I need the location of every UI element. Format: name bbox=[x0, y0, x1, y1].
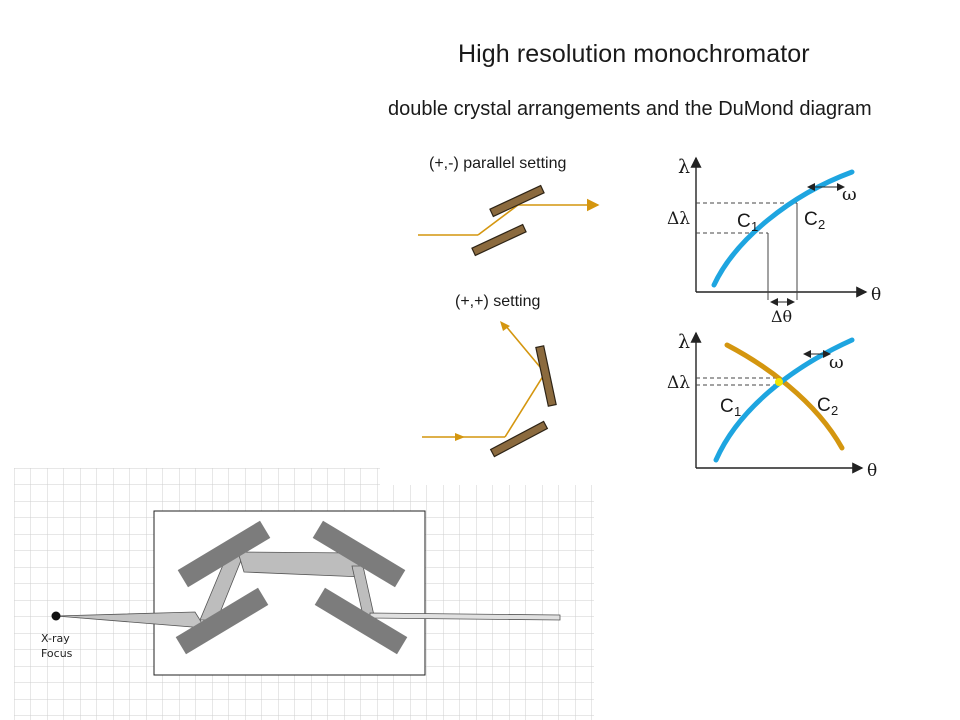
plusplus-setting-diagram bbox=[422, 321, 557, 458]
xray-focus-label-line1: X-ray bbox=[41, 632, 70, 645]
exit-beam bbox=[504, 324, 546, 374]
c1-label: C bbox=[720, 396, 734, 417]
delta-theta-label: Δθ bbox=[771, 307, 792, 326]
crystal-d bbox=[314, 587, 408, 655]
xray-focus-label-line2: Focus bbox=[41, 647, 73, 660]
y-axis-label: λ bbox=[678, 331, 690, 353]
c2-subscript: 2 bbox=[818, 217, 825, 232]
crystal-2 bbox=[489, 184, 545, 218]
crystal-2 bbox=[535, 345, 557, 407]
page-title: High resolution monochromator bbox=[458, 40, 810, 68]
crystal-1 bbox=[489, 420, 549, 458]
omega-label: ω bbox=[842, 184, 857, 205]
crystal-b bbox=[175, 587, 269, 655]
reflected-beam bbox=[504, 372, 546, 438]
crystal-1 bbox=[471, 223, 527, 257]
plusplus-setting-label: (+,+) setting bbox=[455, 293, 541, 310]
delta-lambda-label: Δλ bbox=[667, 373, 690, 393]
c2-label: C bbox=[804, 209, 818, 230]
x-axis-label: θ bbox=[871, 285, 881, 305]
xray-focus-label: X-ray Focus bbox=[41, 631, 72, 661]
curve-c1 bbox=[711, 169, 855, 288]
monochromator-schematic bbox=[14, 468, 594, 720]
intersection-marker bbox=[775, 378, 783, 386]
curve-c2 bbox=[724, 342, 845, 451]
y-axis-label: λ bbox=[678, 156, 690, 178]
dumond-diagram-bottom: λ θ Δλ ω C 1 C 2 bbox=[667, 331, 877, 481]
delta-lambda-label: Δλ bbox=[667, 209, 690, 229]
dumond-diagram-top: λ θ Δλ Δθ ω C 1 C 2 bbox=[667, 156, 881, 326]
xray-focus-dot bbox=[51, 611, 61, 621]
c2-label: C bbox=[817, 395, 831, 416]
c1-label: C bbox=[737, 211, 751, 232]
crystal-a bbox=[177, 520, 271, 588]
x-axis-label: θ bbox=[867, 461, 877, 481]
c1-subscript: 1 bbox=[751, 219, 758, 234]
parallel-setting-label: (+,-) parallel setting bbox=[429, 155, 567, 172]
page-subtitle: double crystal arrangements and the DuMo… bbox=[388, 98, 872, 120]
c2-subscript: 2 bbox=[831, 403, 838, 418]
c1-subscript: 1 bbox=[734, 404, 741, 419]
reflected-beam bbox=[477, 204, 519, 236]
parallel-setting-diagram bbox=[418, 184, 600, 257]
crystal-c bbox=[312, 520, 406, 588]
exit-arrow bbox=[500, 321, 510, 331]
housing-frame bbox=[153, 510, 426, 676]
omega-label: ω bbox=[829, 352, 844, 373]
beam-direction-arrow bbox=[455, 433, 465, 441]
